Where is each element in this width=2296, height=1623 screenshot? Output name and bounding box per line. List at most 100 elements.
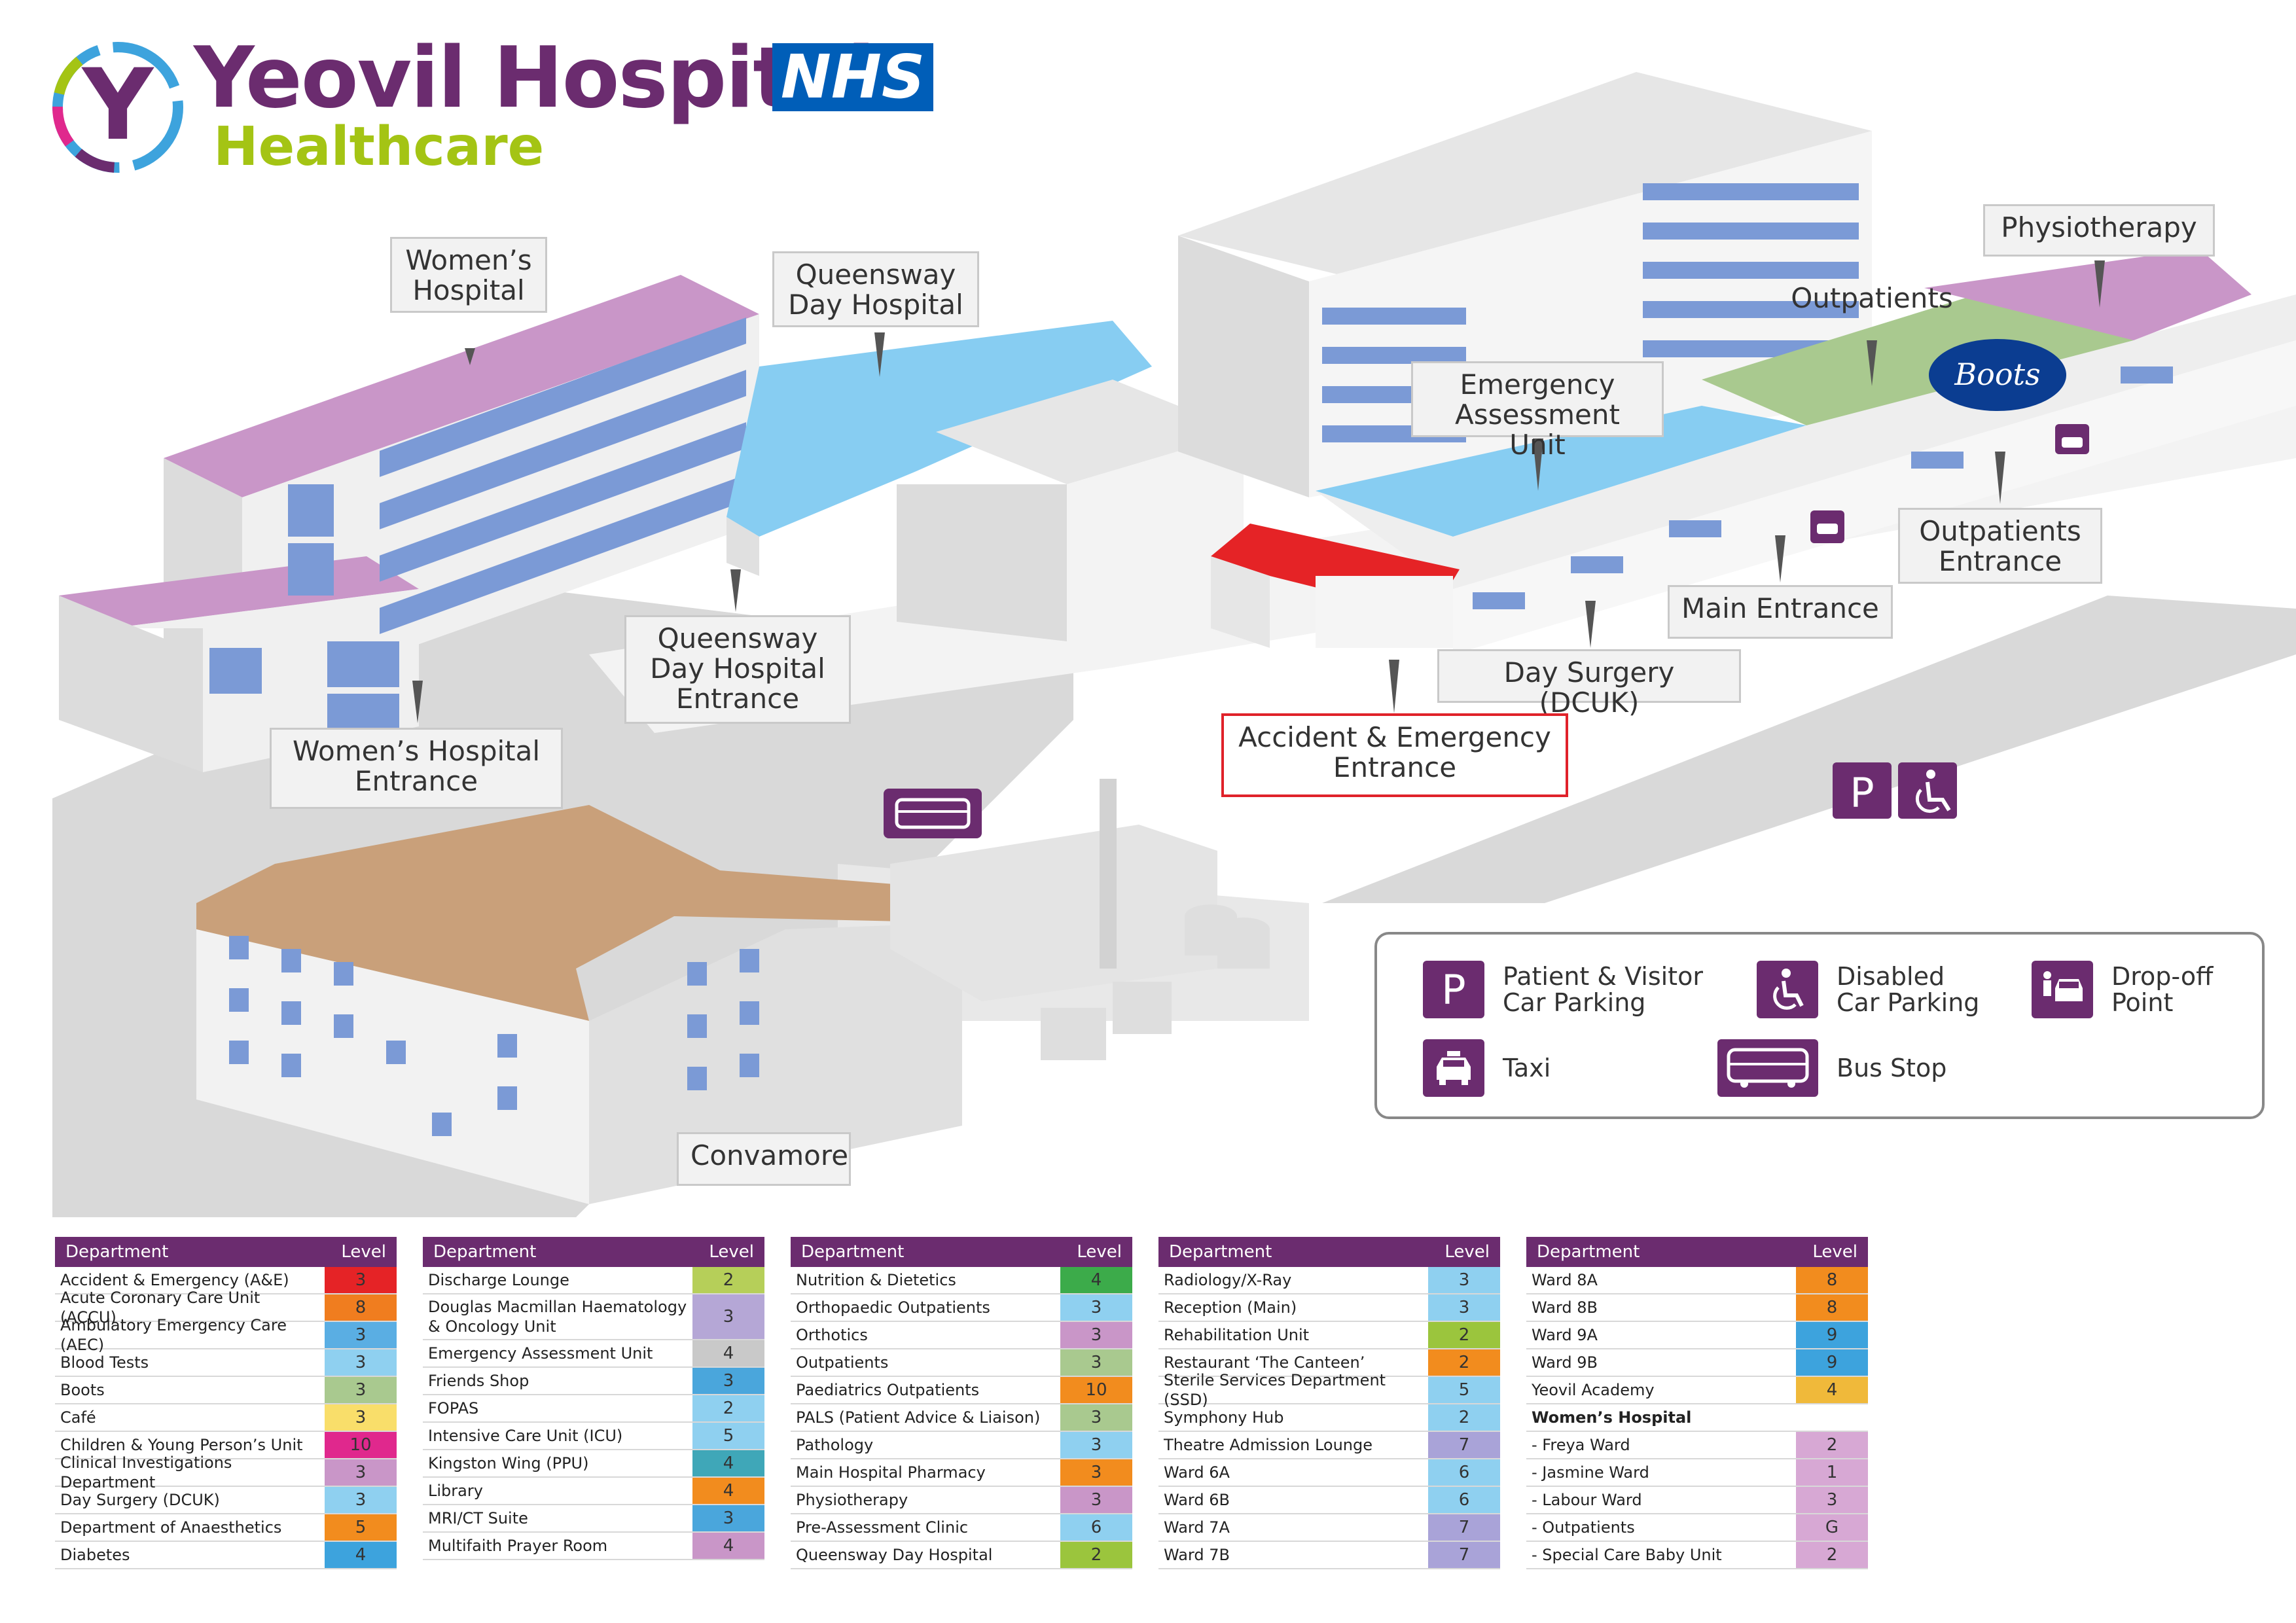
nhs-logo: NHS — [772, 43, 933, 111]
table-row: Physiotherapy 3 — [791, 1487, 1132, 1514]
legend-taxi: Taxi — [1423, 1039, 1551, 1097]
site-map-illustration: Boots P — [52, 72, 2296, 1217]
energy-centre — [890, 825, 1217, 1001]
legend-bus-label: Bus Stop — [1837, 1054, 1947, 1082]
department-name: Reception (Main) — [1164, 1298, 1297, 1317]
department-name: Main Hospital Pharmacy — [796, 1463, 986, 1482]
header-level: Level — [1444, 1242, 1490, 1262]
label-emergency-assessment-unit: Emergency Assessment Unit — [1411, 361, 1664, 460]
department-level: 5 — [692, 1423, 764, 1449]
header-level: Level — [709, 1242, 754, 1262]
chimney — [1100, 779, 1117, 969]
department-level: G — [1796, 1514, 1868, 1541]
department-name: PALS (Patient Advice & Liaison) — [796, 1408, 1041, 1427]
legend-bus: Bus Stop — [1717, 1039, 1946, 1097]
department-level: 3 — [1060, 1459, 1132, 1486]
label-physiotherapy: Physiotherapy — [1983, 204, 2215, 257]
legend-dropoff: Drop-off Point — [2032, 961, 2213, 1018]
outpatients-roof — [1702, 294, 2134, 425]
taxi-map-icon — [1810, 510, 1844, 543]
department-level: 3 — [325, 1404, 397, 1431]
boots-logo-text: Boots — [1954, 357, 2040, 392]
table-row: Restaurant ‘The Canteen’2 — [1158, 1349, 1500, 1377]
department-level: 6 — [1060, 1514, 1132, 1541]
header-department: Department — [1537, 1242, 1640, 1262]
department-name: Intensive Care Unit (ICU) — [428, 1427, 623, 1445]
department-level: 3 — [1060, 1294, 1132, 1321]
department-name: Ward 7A — [1164, 1518, 1230, 1537]
convamore-roof — [196, 805, 969, 1021]
bus-icon — [1717, 1039, 1818, 1097]
department-level: 2 — [1796, 1432, 1868, 1458]
department-name: Blood Tests — [60, 1353, 149, 1372]
department-level: 2 — [692, 1267, 764, 1293]
queensway-roof — [726, 321, 1152, 537]
department-name: - Freya Ward — [1532, 1436, 1630, 1454]
department-level: 2 — [1428, 1322, 1500, 1348]
department-name: Physiotherapy — [796, 1491, 908, 1509]
department-level: 3 — [325, 1377, 397, 1403]
label-womens-hospital-entrance: Women’s Hospital Entrance — [270, 728, 563, 809]
convamore-windows — [229, 936, 759, 1136]
label-outpatients: Outpatients — [1791, 282, 1953, 314]
car-park-area — [1322, 596, 2296, 903]
department-level: 4 — [1796, 1377, 1868, 1403]
department-level: 3 — [692, 1368, 764, 1394]
department-name: Ward 9B — [1532, 1353, 1598, 1372]
bus-stop-map-icon — [884, 789, 982, 838]
department-name: Diabetes — [60, 1546, 130, 1564]
brand-subname: Healthcare — [213, 116, 545, 178]
department-name: Kingston Wing (PPU) — [428, 1454, 589, 1472]
disabled-parking-map-icon — [1898, 762, 1957, 819]
tower-side — [1178, 236, 1309, 497]
department-level: 3 — [1060, 1404, 1132, 1431]
table-row: Sterile Services Department (SSD)5 — [1158, 1371, 1500, 1409]
department-level: 2 — [1796, 1542, 1868, 1568]
department-level: 8 — [325, 1294, 397, 1321]
label-outpatients-entrance: Outpatients Entrance — [1898, 508, 2102, 584]
department-level: 3 — [1796, 1487, 1868, 1513]
department-level: 3 — [325, 1459, 397, 1486]
department-name: - Special Care Baby Unit — [1532, 1546, 1722, 1564]
department-name: Outpatients — [796, 1353, 889, 1372]
header-department: Department — [801, 1242, 905, 1262]
department-name: Children & Young Person’s Unit — [60, 1436, 303, 1454]
department-name: Boots — [60, 1381, 105, 1399]
department-name: Orthopaedic Outpatients — [796, 1298, 990, 1317]
department-name: Day Surgery (DCUK) — [60, 1491, 220, 1509]
table-row: - Special Care Baby Unit 2 — [1526, 1542, 1868, 1569]
department-level: 10 — [325, 1432, 397, 1458]
table-row: Reception (Main)3 — [1158, 1294, 1500, 1322]
department-level: 5 — [325, 1514, 397, 1541]
department-name: Ward 7B — [1164, 1546, 1230, 1564]
table-header: Department Level — [1158, 1237, 1500, 1267]
department-level: 3 — [1060, 1432, 1132, 1458]
central-block-front — [1067, 432, 1244, 641]
department-level: 3 — [1060, 1487, 1132, 1513]
label-ae-entrance: Accident & Emergency Entrance — [1221, 713, 1568, 797]
department-name: Ward 9A — [1532, 1326, 1598, 1344]
department-name: Queensway Day Hospital — [796, 1546, 993, 1564]
ae-front — [1211, 556, 1270, 648]
header-department: Department — [1169, 1242, 1272, 1262]
table-row: Orthopaedic Outpatients 3 — [791, 1294, 1132, 1322]
department-name: Multifaith Prayer Room — [428, 1537, 608, 1555]
table-row: PALS (Patient Advice & Liaison) 3 — [791, 1404, 1132, 1432]
